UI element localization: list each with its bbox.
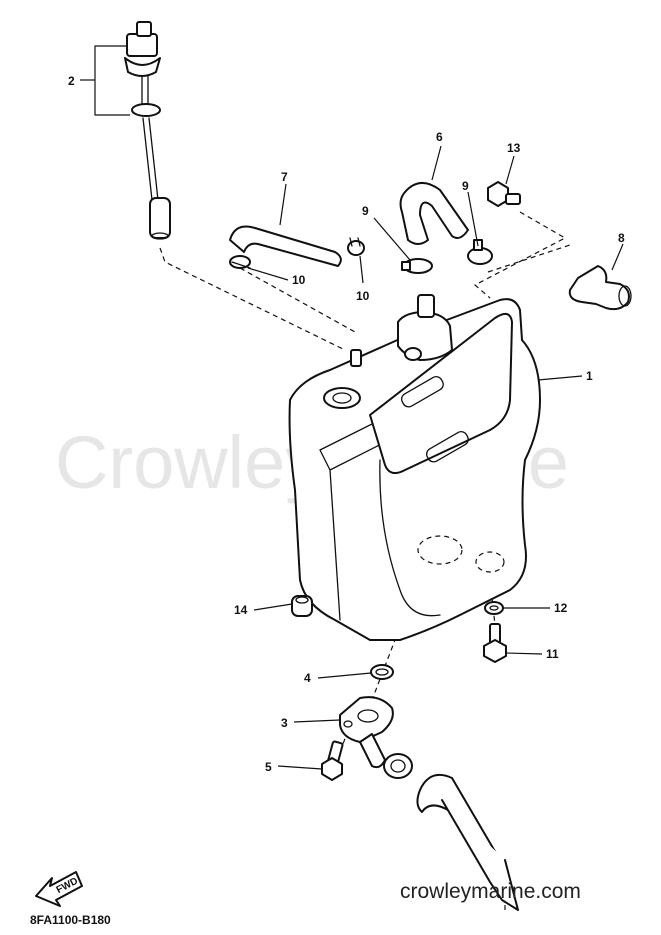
vent-fitting-8[interactable] xyxy=(568,265,632,311)
fuel-hose-clamp[interactable] xyxy=(383,753,413,779)
svg-text:9: 9 xyxy=(362,204,369,218)
breather-hose-7[interactable] xyxy=(229,225,342,267)
callout-7: 7 xyxy=(279,170,288,226)
callout-1: 1 xyxy=(537,369,593,383)
washer-12[interactable] xyxy=(484,601,504,615)
damper-14[interactable] xyxy=(291,595,313,617)
bolt-13[interactable] xyxy=(487,181,521,207)
svg-text:7: 7 xyxy=(281,170,288,184)
hose-clip-10-right[interactable] xyxy=(347,237,365,256)
callout-9-right: 9 xyxy=(462,179,479,247)
o-ring-4[interactable] xyxy=(370,664,394,680)
callout-14: 14 xyxy=(234,603,293,617)
hose-clamp-9-left[interactable] xyxy=(401,258,433,274)
callout-4: 4 xyxy=(304,671,372,685)
svg-text:6: 6 xyxy=(436,130,443,144)
vent-hose-6[interactable] xyxy=(399,182,469,245)
svg-text:9: 9 xyxy=(462,179,469,193)
fuel-tank[interactable] xyxy=(288,294,541,641)
bolt-5[interactable] xyxy=(321,740,344,781)
callout-13: 13 xyxy=(505,141,521,185)
diagram-code: 8FA1100-B180 xyxy=(30,913,111,927)
svg-text:1: 1 xyxy=(586,369,593,383)
svg-text:12: 12 xyxy=(554,601,568,615)
hose-clip-10-left[interactable] xyxy=(229,255,251,269)
bolt-11[interactable] xyxy=(483,623,507,663)
svg-text:10: 10 xyxy=(356,289,370,303)
svg-text:11: 11 xyxy=(546,647,559,661)
callout-10-left: 10 xyxy=(247,267,306,287)
svg-text:13: 13 xyxy=(507,141,521,155)
fuel-joint-3[interactable] xyxy=(339,696,394,769)
svg-text:10: 10 xyxy=(292,273,306,287)
callout-5: 5 xyxy=(265,760,323,774)
fwd-arrow-icon: FWD xyxy=(35,871,83,907)
callout-3: 3 xyxy=(281,716,341,730)
fuel-sender-unit[interactable] xyxy=(124,21,171,240)
svg-text:8: 8 xyxy=(618,231,625,245)
fuel-hose[interactable] xyxy=(416,774,519,911)
callout-9-left: 9 xyxy=(362,204,411,261)
callout-6: 6 xyxy=(431,130,443,181)
callout-2: 2 xyxy=(68,45,130,116)
svg-text:2: 2 xyxy=(68,74,75,88)
website-label: crowleymarine.com xyxy=(400,880,581,903)
svg-text:14: 14 xyxy=(234,603,248,617)
svg-text:4: 4 xyxy=(304,671,311,685)
callout-11: 11 xyxy=(505,647,559,661)
callout-8: 8 xyxy=(611,231,625,271)
callout-12: 12 xyxy=(503,601,568,615)
svg-text:5: 5 xyxy=(265,760,272,774)
callout-10-right: 10 xyxy=(356,255,370,303)
hose-clamp-9-right[interactable] xyxy=(467,239,493,265)
svg-text:3: 3 xyxy=(281,716,288,730)
